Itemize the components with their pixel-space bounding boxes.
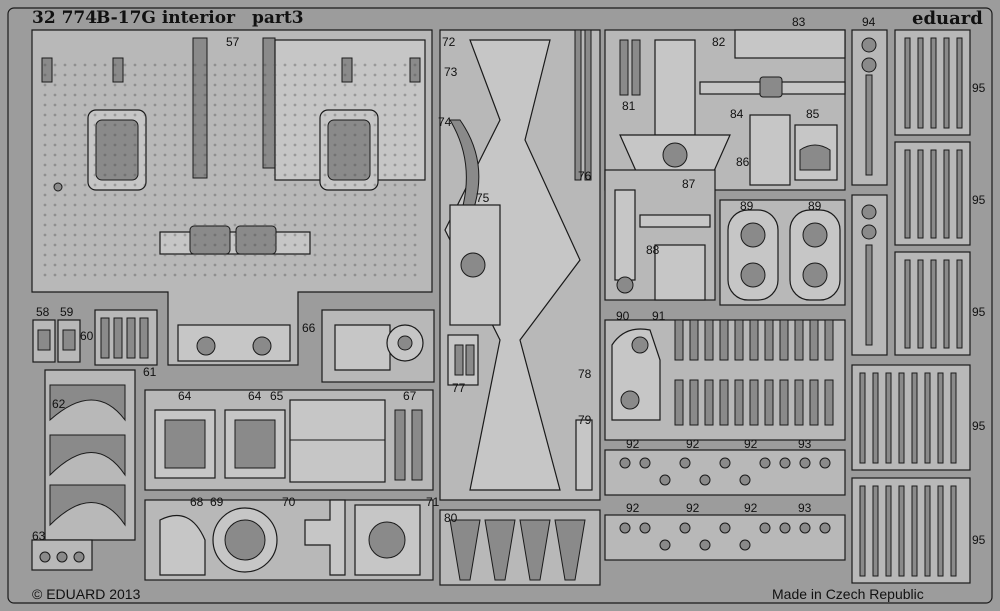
- part-57-floor-panel: [31, 29, 433, 366]
- part-label: 81: [622, 99, 636, 113]
- fret-part: part3: [252, 8, 304, 28]
- part-label: 76: [578, 169, 592, 183]
- part-label: 93: [798, 501, 812, 515]
- part-label: 93: [798, 437, 812, 451]
- part-label: 64: [178, 389, 192, 403]
- part-label: 57: [226, 35, 240, 49]
- part-label: 92: [686, 501, 700, 515]
- part-label: 58: [36, 305, 50, 319]
- part-label: 88: [646, 243, 660, 257]
- parts-95: [851, 29, 971, 584]
- part-66: [321, 309, 435, 383]
- part-label: 80: [444, 511, 458, 525]
- parts-89: [719, 199, 846, 306]
- part-label: 92: [686, 437, 700, 451]
- part-62: [31, 369, 136, 571]
- parts-68-71: [144, 499, 434, 581]
- part-label: 92: [744, 501, 758, 515]
- part-label: 84: [730, 107, 744, 121]
- fret-code: 32 774: [32, 8, 98, 28]
- parts-58-61: [32, 309, 158, 366]
- parts-64-65: [144, 389, 434, 491]
- part-label: 62: [52, 397, 66, 411]
- part-label: 77: [452, 381, 466, 395]
- part-label: 71: [426, 495, 440, 509]
- part-label: 95: [972, 419, 986, 433]
- made-in: Made in Czech Republic: [772, 586, 924, 602]
- part-label: 69: [210, 495, 224, 509]
- part-label: 89: [808, 199, 822, 213]
- part-label: 72: [442, 35, 456, 49]
- part-label: 92: [744, 437, 758, 451]
- fret-title: B-17G interior: [96, 8, 236, 28]
- part-label: 92: [626, 437, 640, 451]
- part-label: 63: [32, 529, 46, 543]
- part-label: 61: [143, 365, 157, 379]
- part-label: 94: [862, 15, 876, 29]
- part-label: 64: [248, 389, 262, 403]
- part-label: 95: [972, 305, 986, 319]
- part-label: 95: [972, 533, 986, 547]
- part-label: 78: [578, 367, 592, 381]
- part-label: 79: [578, 413, 592, 427]
- part-label: 83: [792, 15, 806, 29]
- part-label: 90: [616, 309, 630, 323]
- part-label: 59: [60, 305, 74, 319]
- parts-72-78-curved-strips: [439, 29, 601, 501]
- part-label: 75: [476, 191, 490, 205]
- part-label: 74: [438, 115, 452, 129]
- part-label: 66: [302, 321, 316, 335]
- part-80: [439, 509, 601, 586]
- part-label: 68: [190, 495, 204, 509]
- part-label: 87: [682, 177, 696, 191]
- part-label: 85: [806, 107, 820, 121]
- parts-92-93: [604, 449, 846, 561]
- part-label: 73: [444, 65, 458, 79]
- part-label: 70: [282, 495, 296, 509]
- part-label: 67: [403, 389, 417, 403]
- part-label: 86: [736, 155, 750, 169]
- copyright: © EDUARD 2013: [32, 586, 141, 602]
- part-label: 82: [712, 35, 726, 49]
- part-label: 95: [972, 193, 986, 207]
- brand-logo: eduard: [912, 8, 983, 29]
- part-label: 95: [972, 81, 986, 95]
- part-label: 60: [80, 329, 94, 343]
- fret-frame: [7, 7, 993, 604]
- part-label: 65: [270, 389, 284, 403]
- part-94: [851, 29, 888, 356]
- part-label: 91: [652, 309, 666, 323]
- part-label: 89: [740, 199, 754, 213]
- part-label: 92: [626, 501, 640, 515]
- parts-81-88: [604, 29, 846, 301]
- parts-90-91: [604, 319, 846, 441]
